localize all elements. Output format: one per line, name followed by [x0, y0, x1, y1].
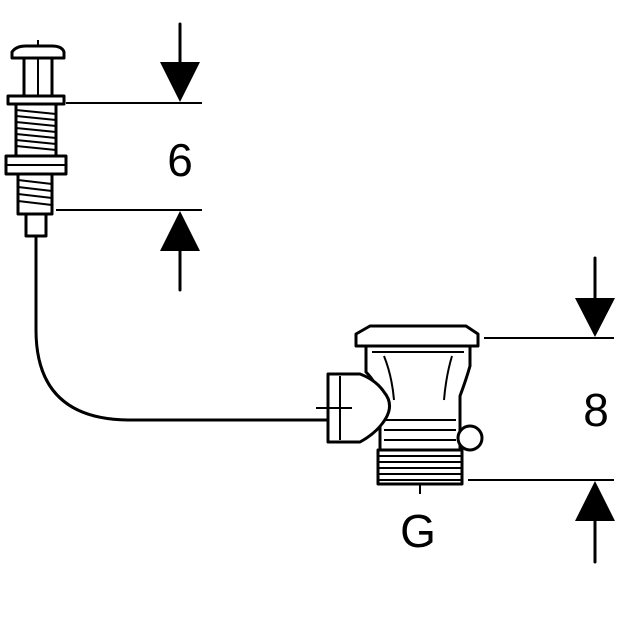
side-knob	[456, 424, 484, 452]
arrowhead-down	[160, 62, 200, 102]
waste-valve-assembly	[316, 324, 484, 494]
operating-knob-assembly	[4, 40, 68, 238]
overflow-connector	[326, 372, 391, 444]
thread-label: G	[400, 505, 436, 557]
bowden-cable	[34, 234, 332, 422]
drain-plug-cover	[354, 324, 480, 348]
dimension-label-lower: 8	[583, 384, 609, 436]
arrowhead-down	[575, 298, 615, 337]
arrowhead-up	[160, 211, 200, 251]
shank-threads	[15, 109, 57, 151]
arrowhead-up	[575, 481, 615, 521]
dimension-label-upper: 6	[167, 134, 193, 186]
dimension-upper: 6	[56, 22, 202, 292]
dimension-lower: 8	[468, 256, 615, 564]
cable-sleeve	[24, 212, 48, 238]
knob-cap	[10, 44, 66, 60]
